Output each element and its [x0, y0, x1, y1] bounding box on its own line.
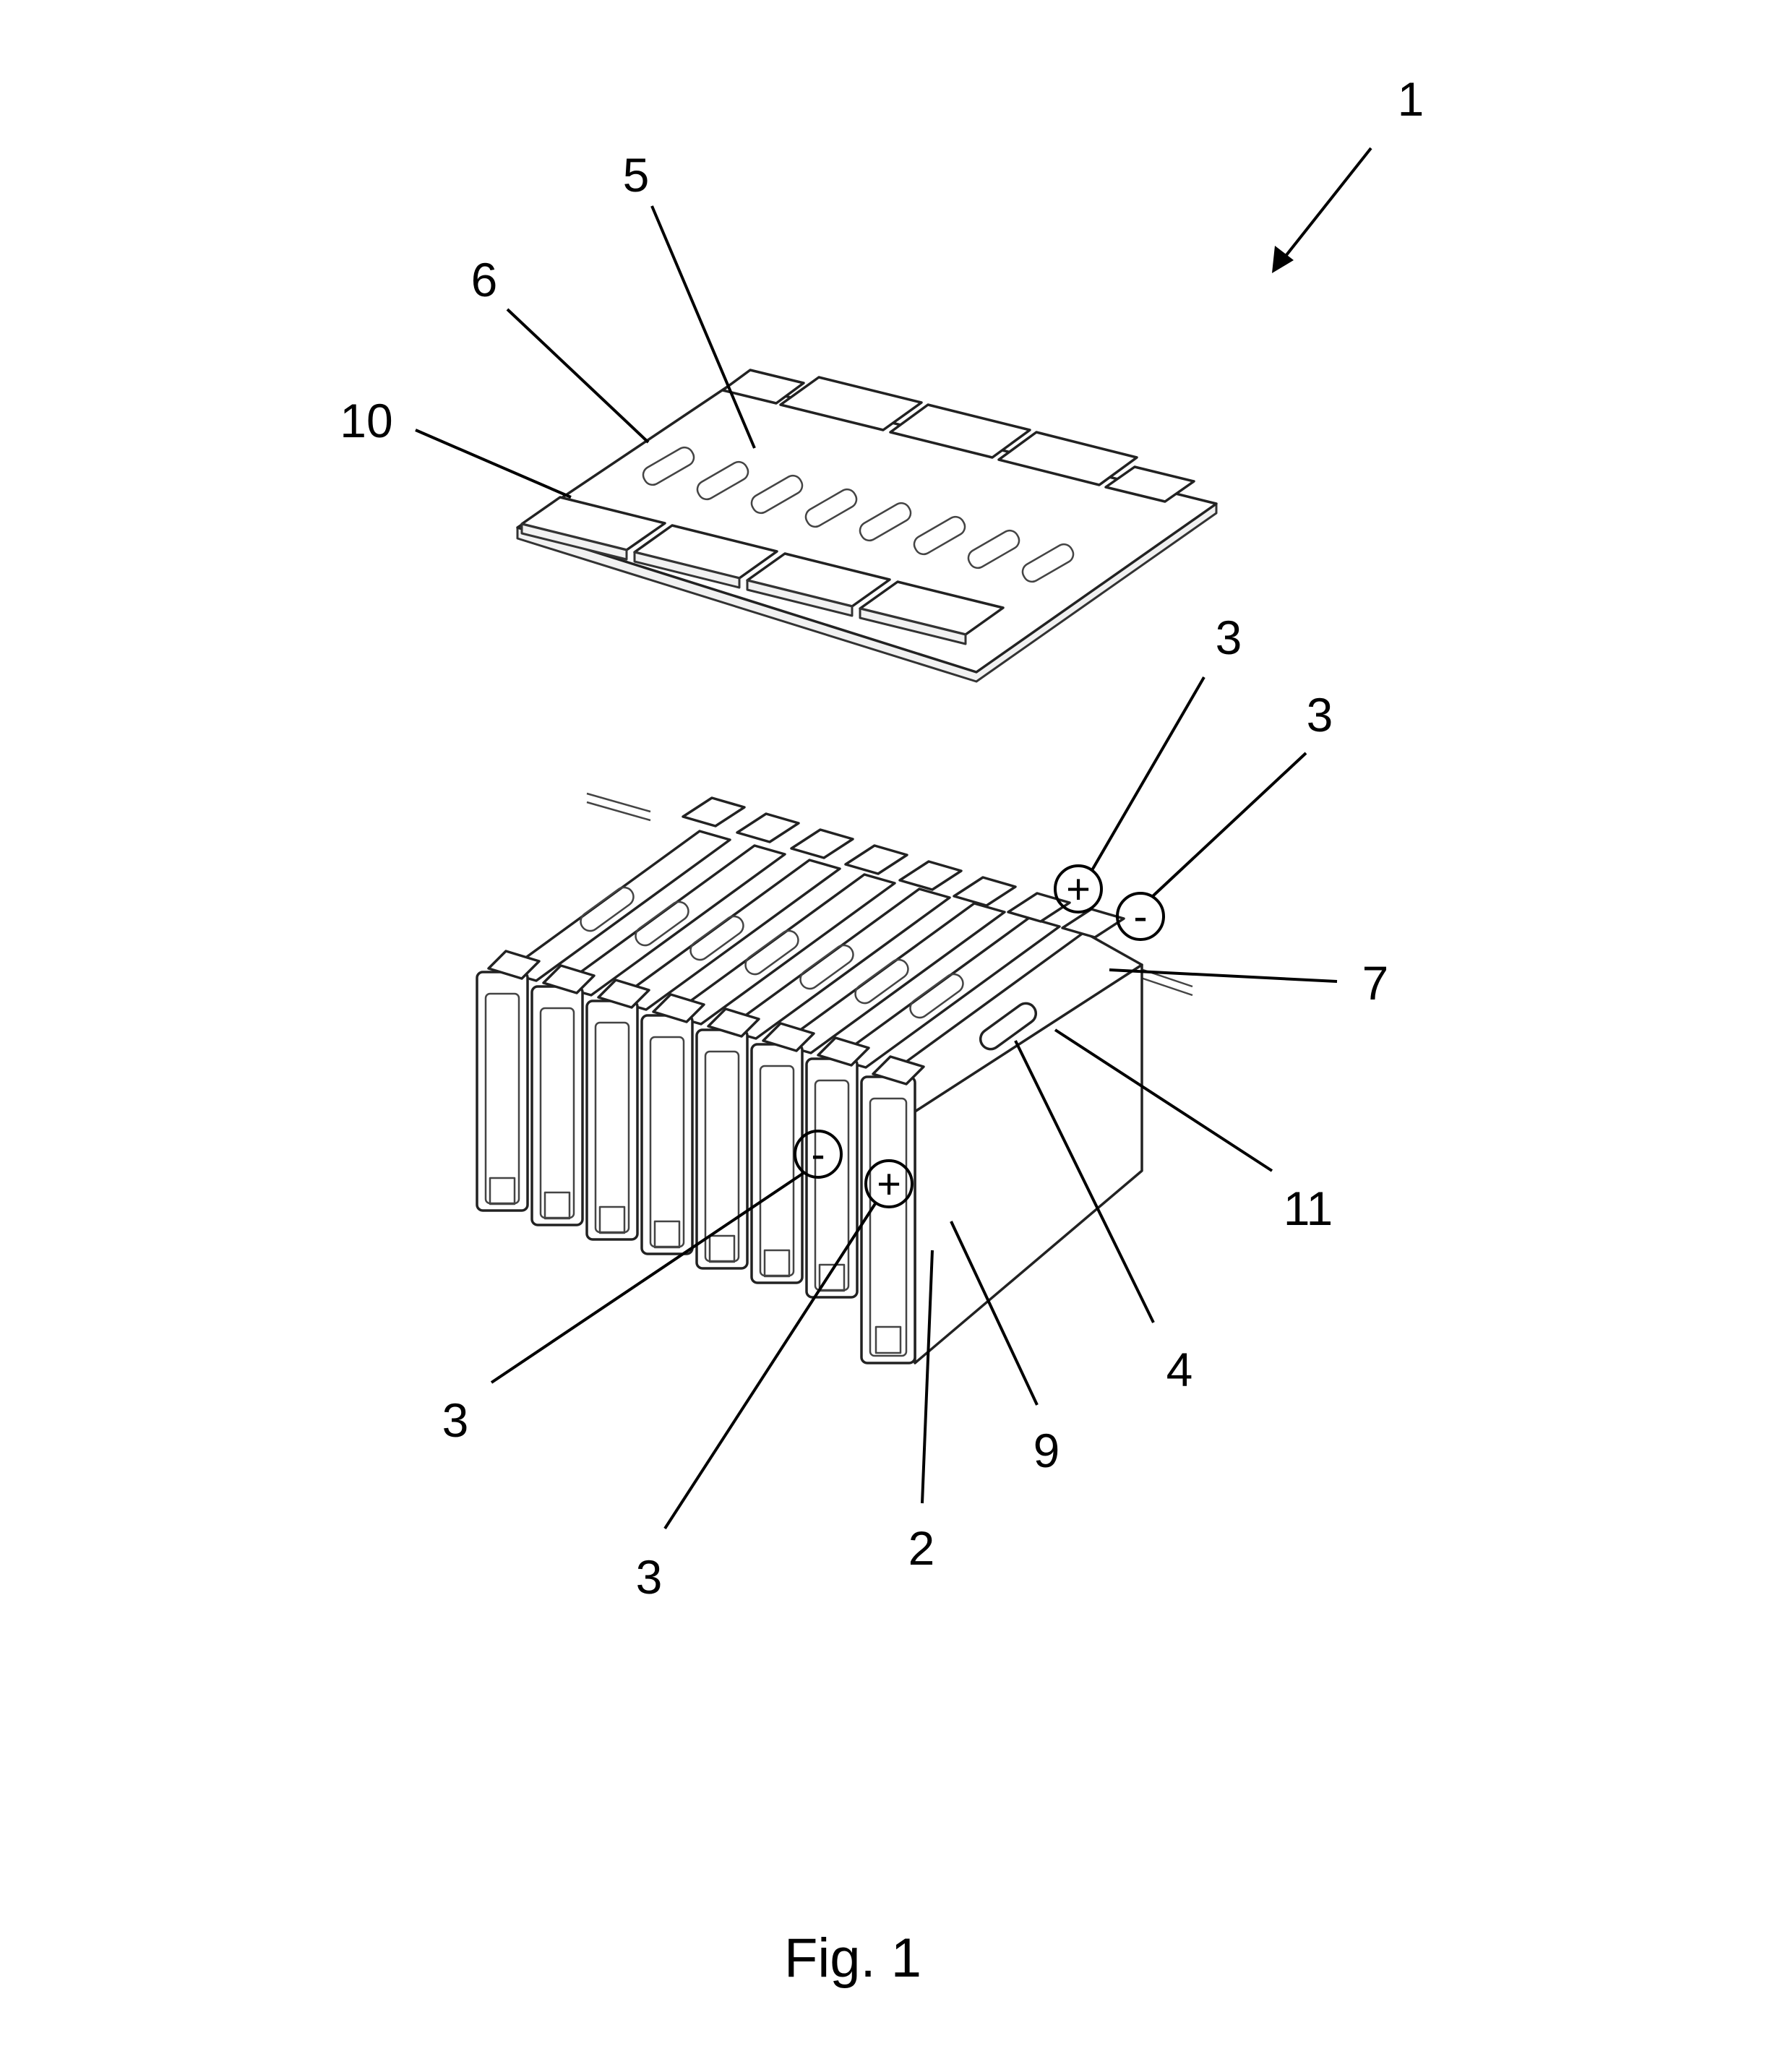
cell-top-panels [504, 830, 1143, 1113]
ref-3-front-plus: 3 [636, 1550, 663, 1604]
terminal-sign-plus-front: + [864, 1159, 914, 1208]
leader-lines [415, 147, 1372, 1530]
assembly-arrow-icon [1272, 246, 1294, 273]
cover-pads [520, 369, 1195, 645]
busbar-tab [1061, 908, 1125, 939]
svg-text:-: - [811, 1131, 825, 1178]
svg-text:-: - [1133, 893, 1147, 940]
ref-2: 2 [908, 1521, 935, 1575]
front-terminal-tabs [487, 950, 925, 1086]
cell-vents [580, 886, 1038, 1051]
cover-plate [516, 369, 1218, 683]
ref-4: 4 [1166, 1343, 1193, 1396]
ref-3-front-minus: 3 [442, 1393, 469, 1447]
back-terminal-tabs [682, 796, 1125, 939]
ref-1: 1 [1398, 72, 1424, 126]
ref-3-top-plus: 3 [1216, 611, 1242, 664]
reference-numerals: 1 5 6 10 3 3 7 11 4 9 2 3 3 [340, 72, 1424, 1604]
cable-left [586, 792, 651, 822]
ref-3-top-minus: 3 [1307, 688, 1333, 741]
terminal-sign-plus-top: + [1054, 864, 1103, 914]
ref-7: 7 [1362, 956, 1389, 1010]
terminal-sign-minus-front: - [794, 1130, 843, 1179]
ref-5: 5 [623, 148, 650, 202]
terminal-sign-minus-top: - [1116, 892, 1165, 941]
figure-caption: Fig. 1 [784, 1927, 921, 1989]
svg-text:+: + [877, 1161, 901, 1208]
ref-9: 9 [1033, 1424, 1060, 1477]
ref-10: 10 [340, 394, 392, 447]
ref-6: 6 [471, 253, 498, 306]
ref-11: 11 [1284, 1182, 1333, 1235]
vent-openings [642, 446, 1075, 583]
cell-front-faces [476, 971, 916, 1364]
svg-text:+: + [1066, 866, 1091, 913]
battery-cell-stack [476, 792, 1193, 1364]
